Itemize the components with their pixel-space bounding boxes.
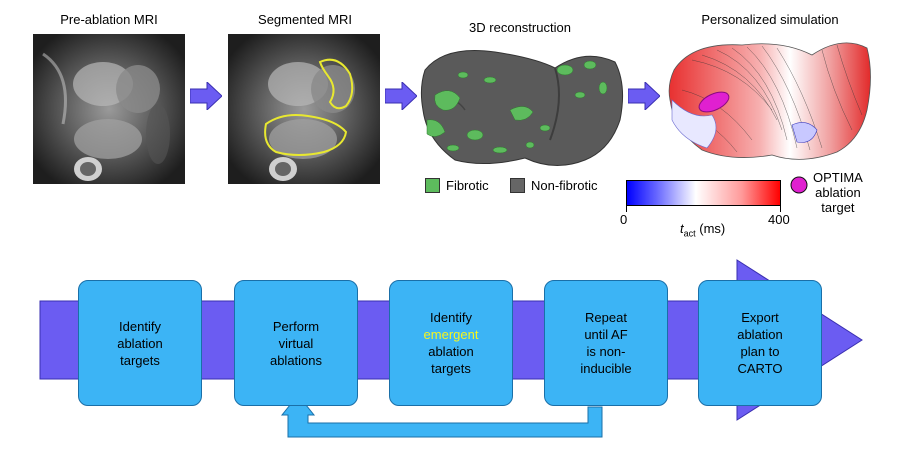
step2-line3: ablations — [269, 352, 323, 368]
optima-label-line2: ablation — [815, 185, 861, 200]
legend-non-fibrotic: Non-fibrotic — [510, 178, 597, 193]
colorbar-label-sub: act — [683, 228, 696, 239]
colorbar-label-unit: (ms) — [695, 221, 726, 236]
colorbar-axis-label: tact (ms) — [680, 221, 725, 239]
optima-label-line1: OPTIMA — [813, 170, 863, 185]
colorbar-tick-min — [626, 206, 627, 212]
arrow-icon-2 — [385, 82, 417, 110]
optima-marker-icon — [790, 176, 808, 194]
arrow-icon-3 — [628, 82, 660, 110]
colorbar-min-label: 0 — [620, 212, 628, 227]
legend-non-fibrotic-label: Non-fibrotic — [531, 178, 598, 193]
optima-label-line3: target — [821, 200, 855, 215]
step3-line2-emergent: emergent — [423, 327, 479, 342]
step-perform-virtual-ablations: Perform virtual ablations — [234, 280, 358, 406]
legend-fibrotic-label: Fibrotic — [446, 178, 489, 193]
step2-line2: virtual — [278, 335, 314, 351]
step5-line2: ablation — [737, 327, 783, 342]
step1-line3: targets — [120, 352, 160, 368]
step4-line4: inducible — [580, 361, 632, 376]
step3-line4: targets — [431, 361, 471, 376]
step4-line1: Repeat — [585, 310, 627, 325]
3d-reconstruction-model — [420, 49, 624, 166]
personalized-simulation-map — [668, 42, 871, 160]
step5-line3: plan to — [740, 344, 780, 359]
panel-title-3d-reconstruction: 3D reconstruction — [469, 20, 571, 35]
fibrotic-swatch-icon — [425, 178, 440, 193]
colorbar-tick-max — [780, 206, 781, 212]
step-identify-ablation-targets: Identify ablation targets — [78, 280, 202, 406]
panel-title-segmented-mri: Segmented MRI — [258, 12, 352, 27]
step-repeat-until-non-inducible: Repeat until AF is non- inducible — [544, 280, 668, 406]
step-export-ablation-plan: Export ablation plan to CARTO — [698, 280, 822, 406]
step4-line3: is non- — [586, 344, 626, 359]
step-identify-emergent-targets: Identify emergent ablation targets — [389, 280, 513, 406]
step5-line4: CARTO — [737, 361, 783, 376]
optima-label: OPTIMA ablation target — [813, 170, 863, 215]
activation-time-colorbar — [626, 180, 781, 206]
non-fibrotic-swatch-icon — [510, 178, 525, 193]
panel-title-personalized-simulation: Personalized simulation — [701, 12, 839, 27]
colorbar-max-label: 400 — [768, 212, 790, 227]
step1-line2: ablation — [117, 335, 163, 351]
panel-title-pre-mri: Pre-ablation MRI — [60, 12, 158, 27]
step4-line2: until AF — [584, 327, 628, 342]
pre-ablation-mri-image — [33, 34, 185, 184]
step5-line1: Export — [741, 310, 779, 325]
step3-line1: Identify — [430, 310, 472, 325]
step2-line1: Perform — [272, 318, 320, 334]
colorbar-label-var: t — [680, 221, 684, 236]
legend-fibrotic: Fibrotic — [425, 178, 489, 193]
arrow-icon-1 — [190, 82, 222, 110]
step3-line3: ablation — [428, 344, 474, 359]
segmented-mri-image — [228, 34, 380, 184]
step1-line1: Identify — [119, 318, 161, 334]
